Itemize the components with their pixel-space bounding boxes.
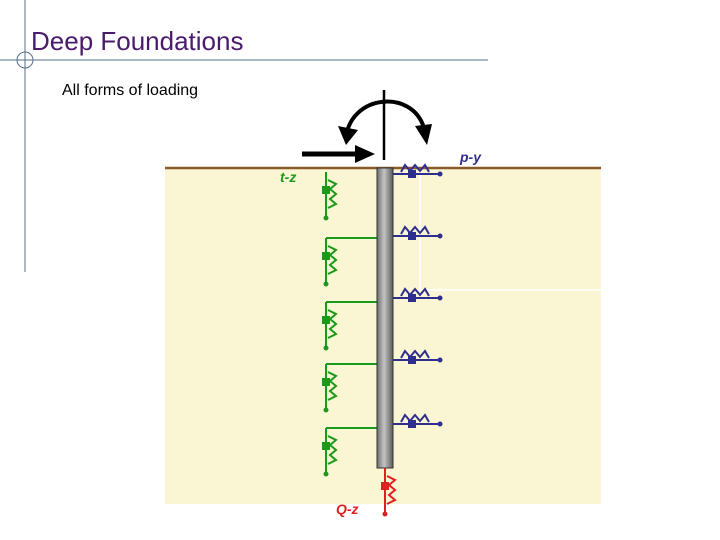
py-springs-group xyxy=(393,163,443,428)
decor-circle xyxy=(16,51,34,69)
py-spring xyxy=(393,349,443,364)
qz-label: Q-z xyxy=(336,501,359,517)
py-label: p-y xyxy=(459,149,482,165)
moment-arrowhead-right xyxy=(415,124,432,145)
tz-spring xyxy=(322,172,338,221)
lateral-load-arrowhead xyxy=(355,145,375,163)
qz-spring xyxy=(381,468,397,517)
moment-arc xyxy=(344,99,426,139)
tz-spring xyxy=(322,364,338,413)
slide-title: Deep Foundations xyxy=(31,26,244,56)
pile-shaft xyxy=(376,167,394,469)
py-spring xyxy=(393,413,443,428)
py-spring xyxy=(393,287,443,302)
tz-spring xyxy=(322,428,338,477)
tz-label: t-z xyxy=(280,169,296,185)
soil-divider-line xyxy=(419,170,601,291)
tz-spring xyxy=(322,302,338,351)
py-spring xyxy=(393,163,443,178)
py-spring xyxy=(393,225,443,240)
moment-arrowhead-left xyxy=(338,126,358,145)
tz-springs-group xyxy=(322,172,377,477)
tz-spring xyxy=(322,238,338,287)
slide-subtitle: All forms of loading xyxy=(62,82,199,99)
qz-spring-group xyxy=(381,468,397,517)
